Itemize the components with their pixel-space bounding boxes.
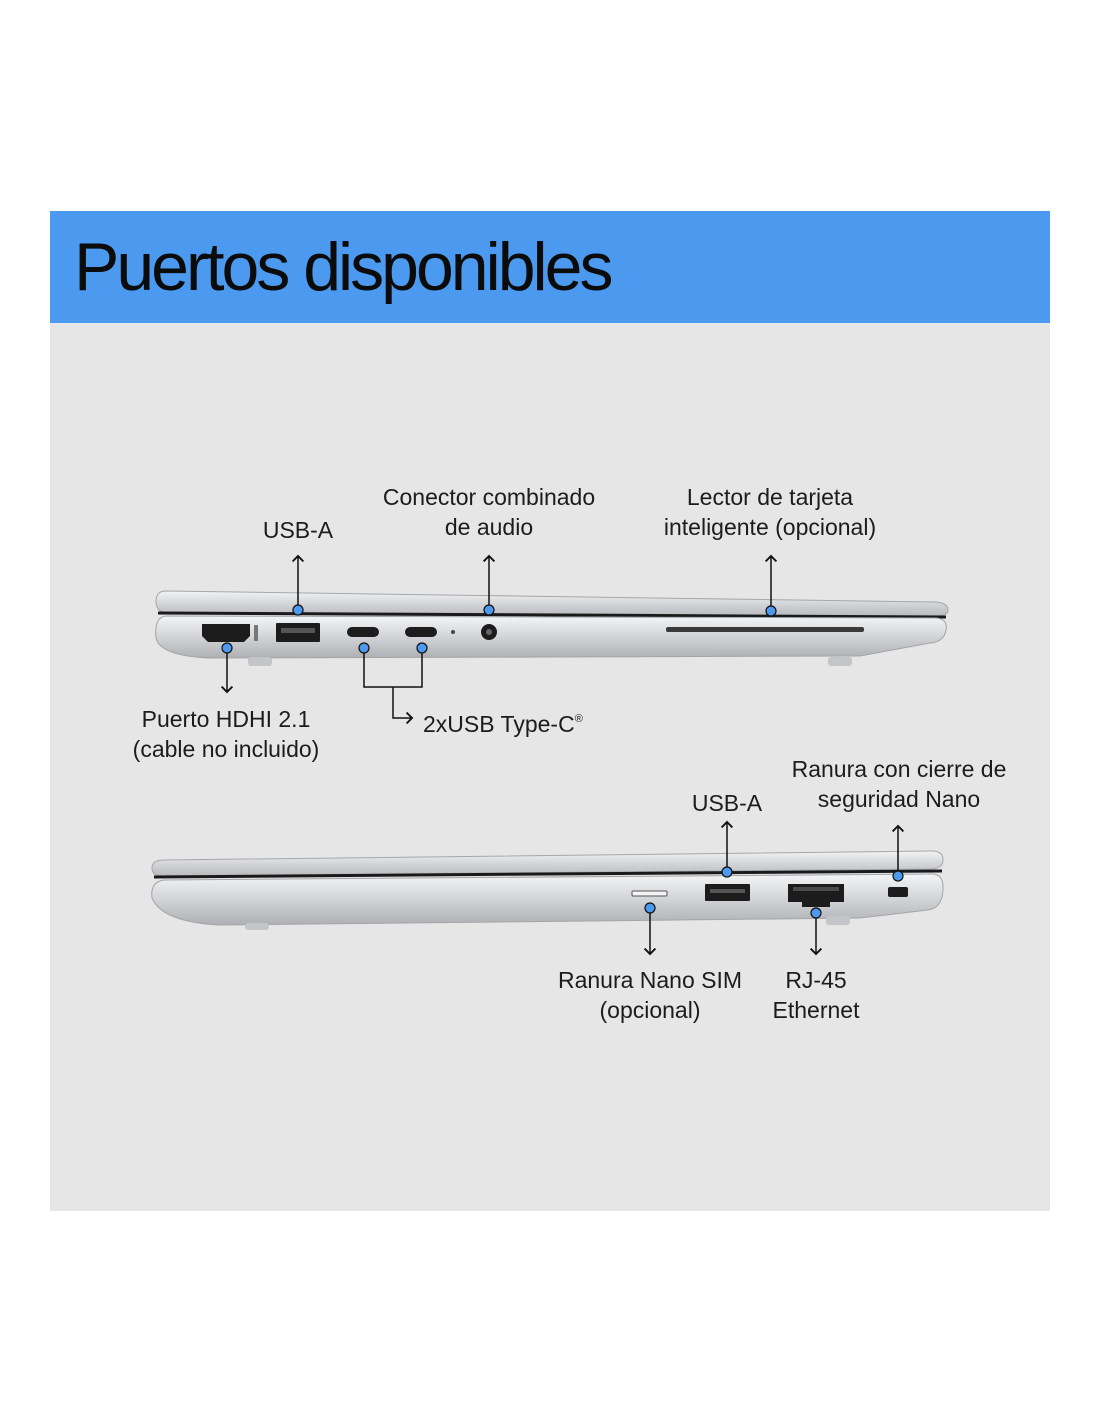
lid bbox=[151, 850, 944, 877]
marker-dot bbox=[644, 902, 656, 914]
marker-dot bbox=[765, 605, 777, 617]
marker-dot bbox=[416, 642, 428, 654]
label-nano-lock: Ranura con cierre de seguridad Nano bbox=[791, 756, 1007, 812]
label-hdmi: Puerto HDHI 2.1 (cable no incluido) bbox=[132, 706, 320, 762]
page-title: Puertos disponibles bbox=[74, 229, 613, 305]
label-nano-sim: Ranura Nano SIM (opcional) bbox=[557, 967, 743, 1023]
callout-dots-right bbox=[644, 866, 904, 919]
marker-dot bbox=[221, 642, 233, 654]
marker-dot bbox=[892, 870, 904, 882]
label-rj45: RJ-45 Ethernet bbox=[772, 967, 860, 1023]
hdmi-port bbox=[202, 624, 250, 642]
callout-lines-right bbox=[643, 820, 905, 956]
registered-mark: ® bbox=[574, 713, 583, 725]
label-smart-card-reader: Lector de tarjeta inteligente (opcional) bbox=[663, 484, 877, 540]
nano-sim-slot bbox=[631, 890, 668, 897]
label-usb-c: 2xUSB Type-C® bbox=[423, 711, 583, 737]
infographic-panel bbox=[50, 211, 1050, 1211]
marker-dot bbox=[358, 642, 370, 654]
marker-dot bbox=[292, 604, 304, 616]
label-usb-a-right: USB-A bbox=[691, 790, 763, 816]
callout-lines-left bbox=[220, 554, 778, 725]
label-usb-a-left: USB-A bbox=[262, 517, 334, 543]
laptop-left-side bbox=[155, 590, 949, 666]
marker-dot bbox=[483, 604, 495, 616]
base bbox=[155, 615, 947, 659]
title-banner: Puertos disponibles bbox=[50, 211, 1050, 323]
usb-c-port-1 bbox=[347, 627, 379, 637]
laptop-right-side bbox=[151, 850, 944, 930]
label-audio-combo: Conector combinado de audio bbox=[382, 484, 596, 540]
smart-card-slot bbox=[666, 627, 864, 632]
marker-dot bbox=[810, 907, 822, 919]
usb-c-port-2 bbox=[405, 627, 437, 637]
callout-dots-left bbox=[221, 604, 777, 654]
marker-dot bbox=[721, 866, 733, 878]
security-lock-slot bbox=[888, 887, 908, 897]
